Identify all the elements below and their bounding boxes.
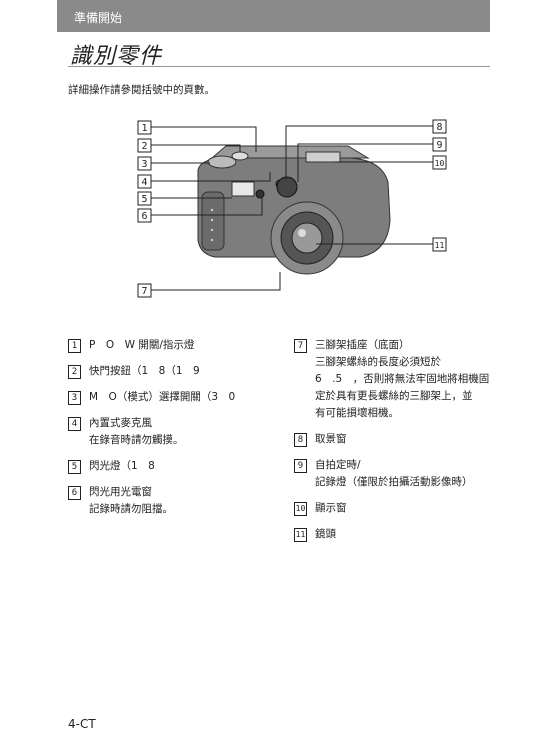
grip — [201, 191, 225, 251]
item-line: M O（模式）選擇開關（3 0 — [89, 391, 236, 403]
section-title: 準備開始 — [74, 11, 123, 25]
shutter-button — [231, 151, 249, 161]
item-line: 在錄音時請勿觸摸。 — [89, 434, 184, 446]
item-line: 6 .5 ，否則將無法牢固地將相機固 — [315, 373, 490, 385]
photo-sensor — [255, 189, 265, 199]
item-number: 2 — [68, 365, 81, 379]
callout-4: 4 — [141, 177, 147, 188]
list-item: 9 自拍定時/ 記錄燈（僅限於拍攝活動影像時） — [294, 457, 494, 491]
item-number: 9 — [294, 459, 307, 473]
list-item: 5 閃光燈（1 8 — [68, 458, 278, 475]
list-item: 3 M O（模式）選擇開關（3 0 — [68, 389, 278, 406]
item-line: 有可能損壞相機。 — [315, 407, 399, 419]
list-item: 10 顯示窗 — [294, 500, 494, 517]
camera-diagram: 1 2 3 4 5 6 7 8 9 10 11 — [137, 119, 447, 298]
item-line: 取景窗 — [315, 433, 347, 445]
intro-text: 詳細操作請參閱括號中的頁數。 — [68, 84, 215, 96]
page-title: 識別零件 — [70, 44, 163, 69]
item-number: 4 — [68, 417, 81, 431]
item-number: 11 — [294, 528, 307, 542]
list-item: 1 P O W 開關/指示燈 — [68, 337, 278, 354]
callout-3: 3 — [141, 159, 147, 170]
callout-10: 10 — [435, 159, 445, 168]
callout-1: 1 — [141, 123, 147, 134]
item-line: 鏡頭 — [315, 528, 336, 540]
page-number: 4-CT — [68, 717, 96, 731]
parts-list-right: 7 三腳架插座（底面） 三腳架螺絲的長度必須短於 6 .5 ，否則將無法牢固地將… — [294, 337, 494, 552]
item-number: 7 — [294, 339, 307, 353]
item-line: 三腳架插座（底面） — [315, 339, 410, 351]
mode-dial — [207, 155, 237, 169]
item-line: 閃光用光電窗 — [89, 486, 152, 498]
item-line: 內置式麥克風 — [89, 417, 152, 429]
list-item: 8 取景窗 — [294, 431, 494, 448]
callout-5: 5 — [141, 194, 147, 205]
item-line: 定於具有更長螺絲的三腳架上，並 — [315, 390, 473, 402]
item-number: 5 — [68, 460, 81, 474]
lens-glass — [291, 222, 323, 254]
callout-6: 6 — [141, 211, 147, 222]
item-number: 10 — [294, 502, 307, 516]
item-line: P O W 開關/指示燈 — [89, 339, 195, 351]
item-line: 三腳架螺絲的長度必須短於 — [315, 356, 441, 368]
callout-9: 9 — [436, 140, 442, 151]
parts-list-left: 1 P O W 開關/指示燈 2 快門按鈕（1 8（1 9 3 M O（模式）選… — [68, 337, 278, 527]
callout-7: 7 — [141, 286, 147, 297]
item-number: 6 — [68, 486, 81, 500]
section-header-bar: 準備開始 — [57, 0, 490, 32]
callout-11: 11 — [435, 241, 445, 250]
list-item: 4 內置式麥克風 在錄音時請勿觸摸。 — [68, 415, 278, 449]
viewfinder — [276, 176, 298, 198]
list-item: 6 閃光用光電窗 記錄時請勿阻擋。 — [68, 484, 278, 518]
callout-2: 2 — [141, 141, 147, 152]
list-item: 11 鏡頭 — [294, 526, 494, 543]
list-item: 7 三腳架插座（底面） 三腳架螺絲的長度必須短於 6 .5 ，否則將無法牢固地將… — [294, 337, 494, 422]
item-line: 快門按鈕（1 8（1 9 — [89, 365, 200, 377]
item-number: 1 — [68, 339, 81, 353]
item-line: 閃光燈（1 8 — [89, 460, 155, 472]
item-number: 3 — [68, 391, 81, 405]
item-line: 記錄燈（僅限於拍攝活動影像時） — [315, 476, 473, 488]
title-divider — [68, 66, 490, 67]
list-item: 2 快門按鈕（1 8（1 9 — [68, 363, 278, 380]
item-line: 自拍定時/ — [315, 459, 361, 471]
item-line: 顯示窗 — [315, 502, 347, 514]
display-window — [305, 151, 341, 163]
item-number: 8 — [294, 433, 307, 447]
callout-8: 8 — [436, 122, 442, 133]
item-line: 記錄時請勿阻擋。 — [89, 503, 173, 515]
flash — [231, 181, 255, 197]
